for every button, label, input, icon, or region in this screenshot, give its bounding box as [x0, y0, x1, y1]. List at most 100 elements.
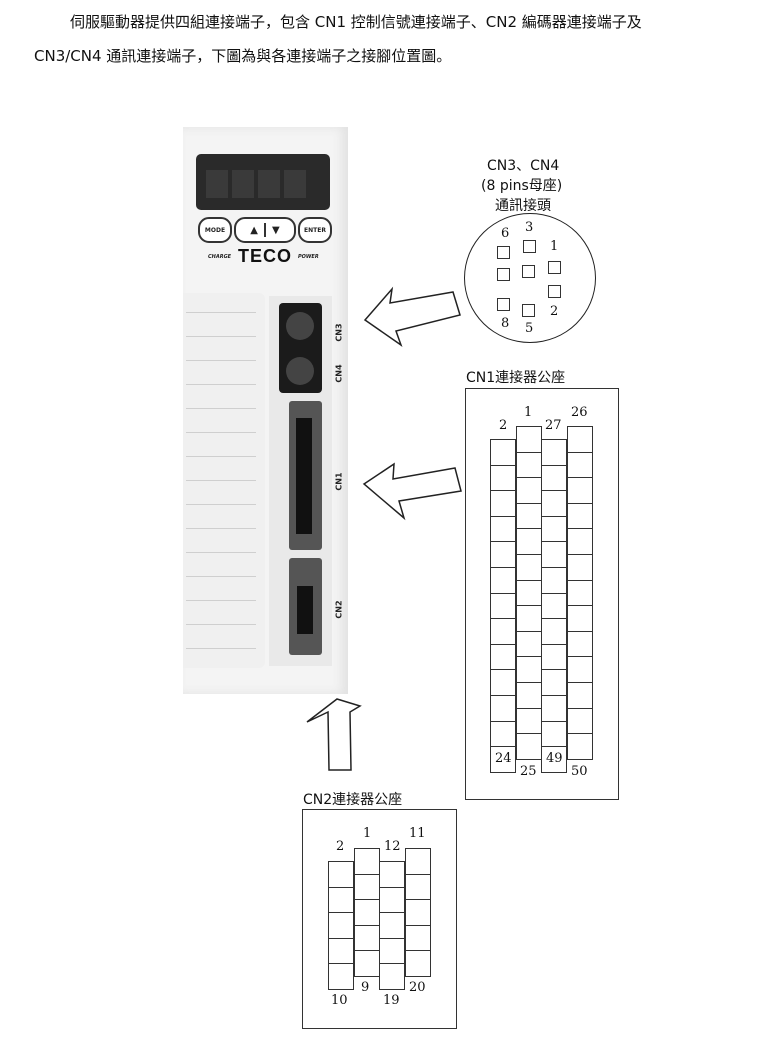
pin-number: 1 [363, 826, 372, 841]
pin-cell [354, 848, 380, 875]
pin-square [523, 240, 536, 253]
display-digit [258, 170, 280, 198]
pin-cell [516, 630, 542, 658]
pin-cell [567, 477, 593, 504]
pin-number: 8 [501, 316, 510, 331]
pin-cell [567, 630, 593, 658]
vent-line [186, 384, 256, 385]
pin-cell [516, 682, 542, 709]
cn1-frame [465, 388, 619, 800]
pin-cell [405, 899, 431, 926]
cn34-circle [464, 213, 596, 343]
cn34-title-2: (8 pins母座) [481, 178, 563, 194]
intro-line-1: 伺服驅動器提供四組連接端子，包含 CN1 控制信號連接端子、CN2 編碼器連接端… [70, 13, 642, 31]
cn2-frame [302, 809, 457, 1029]
pin-number: 25 [520, 764, 537, 779]
cn3-port [286, 312, 314, 340]
vent-line [186, 552, 256, 553]
pin-cell [405, 873, 431, 901]
pin-number: 2 [336, 839, 345, 854]
cn2-pins [297, 586, 313, 634]
pin-cell [541, 439, 567, 466]
pin-cell [516, 605, 542, 632]
display-digit [284, 170, 306, 198]
display-digit [206, 170, 228, 198]
pin-cell [567, 707, 593, 735]
pin-cell [567, 733, 593, 760]
pin-cell [405, 950, 431, 977]
vent-line [186, 528, 256, 529]
cn1-title: CN1連接器公座 [466, 370, 566, 386]
pin-cell [354, 899, 380, 926]
pin-cell [567, 426, 593, 453]
pin-number: 3 [525, 220, 534, 235]
pin-cell [379, 937, 405, 965]
pin-cell [490, 541, 516, 568]
teco-logo: TECO [238, 246, 293, 266]
pin-cell [567, 605, 593, 632]
pin-cell [490, 567, 516, 594]
pin-cell [328, 937, 354, 965]
cn1-pins [296, 418, 312, 534]
pin-cell [354, 924, 380, 952]
display-digit [232, 170, 254, 198]
pin-cell [379, 861, 405, 888]
pin-cell [354, 950, 380, 977]
pin-cell [490, 592, 516, 620]
vent-line [186, 480, 256, 481]
pin-number: 10 [331, 993, 348, 1008]
enter-button[interactable]: ENTER [298, 217, 332, 243]
pin-cell [328, 963, 354, 990]
pin-number: 5 [525, 321, 534, 336]
pin-cell [567, 682, 593, 709]
pin-cell [516, 579, 542, 607]
down-arrow-icon[interactable]: ▼ [272, 224, 280, 236]
pin-cell [490, 618, 516, 645]
pin-cell [567, 579, 593, 607]
pin-number: 1 [524, 405, 533, 420]
brand-row: CHARGE TECO POWER [198, 246, 330, 266]
pin-cell [490, 720, 516, 748]
cn4-port [286, 357, 314, 385]
pin-number: 49 [546, 751, 563, 766]
pin-cell [328, 912, 354, 939]
pin-cell [567, 554, 593, 581]
pin-square [497, 246, 510, 259]
vent-line [186, 624, 256, 625]
pin-number: 9 [361, 980, 370, 995]
arrow-cn2 [306, 698, 362, 771]
pin-number: 26 [571, 405, 588, 420]
pin-cell [567, 656, 593, 683]
pin-cell [516, 528, 542, 555]
vent-line [186, 336, 256, 337]
pin-square [548, 261, 561, 274]
vent-line [186, 600, 256, 601]
pin-number: 11 [409, 826, 426, 841]
vent-line [186, 456, 256, 457]
pin-number: 6 [501, 226, 510, 241]
pin-cell [541, 643, 567, 671]
pin-cell [490, 695, 516, 722]
pin-number: 2 [550, 304, 559, 319]
pin-cell [490, 490, 516, 517]
pin-number: 2 [499, 418, 508, 433]
intro-line-2: CN3/CN4 通訊連接端子，下圖為與各連接端子之接腳位置圖。 [34, 47, 452, 65]
pin-cell [516, 707, 542, 735]
pin-cell [490, 746, 516, 773]
pin-cell [354, 873, 380, 901]
pin-cell [516, 426, 542, 453]
pin-square [497, 298, 510, 311]
pin-cell [541, 720, 567, 748]
pin-square [522, 304, 535, 317]
pin-cell [567, 451, 593, 479]
mode-button[interactable]: MODE [198, 217, 232, 243]
up-arrow-icon[interactable]: ▲ [250, 224, 258, 236]
pin-cell [541, 669, 567, 696]
pin-cell [516, 656, 542, 683]
pin-cell [490, 439, 516, 466]
pin-cell [405, 848, 431, 875]
vent-line [186, 576, 256, 577]
pin-cell [541, 695, 567, 722]
pin-cell [328, 861, 354, 888]
